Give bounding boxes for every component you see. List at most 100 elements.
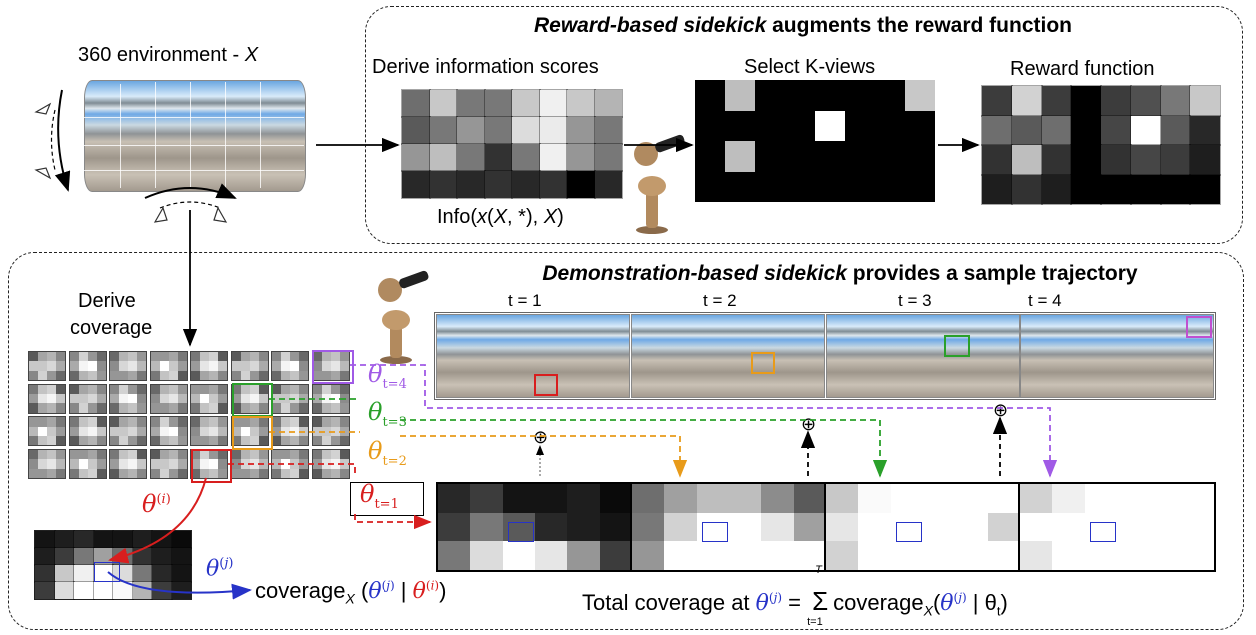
kview-cell [695,110,725,141]
zoom-cell [131,530,153,549]
coverage-mini-grid [190,351,228,381]
coverage-bar-t1 [436,482,634,572]
coverage-mini-grid [190,416,228,447]
reward-function-grid [981,85,1221,205]
kview-cell [875,141,905,172]
info-scores-grid [401,89,623,199]
kview-cell [785,171,815,202]
info-cell [593,89,623,118]
sidekick-figure-icon-2 [360,268,432,366]
reward-cell [1040,114,1073,146]
coverage-bar-cell [599,541,632,570]
trajectory-frame-4 [1020,314,1214,398]
coverage-mini-grid [149,416,188,447]
reward-cell [1010,144,1043,176]
info-cell [483,143,513,172]
info-cell [401,143,431,172]
reward-panel-title: Reward-based sidekick augments the rewar… [534,14,1072,37]
reward-cell [1010,85,1043,117]
demo-panel [8,252,1244,630]
info-cell [511,89,541,118]
step-derive-info: Derive information scores [372,56,599,78]
coverage-sel-t1 [191,449,232,483]
reward-cell [1010,173,1043,205]
zoom-cell [53,581,75,600]
zoom-cell [151,564,173,583]
kview-cell [815,141,845,172]
bar-view-box-4 [1090,522,1116,542]
info-cell [456,143,486,172]
info-cell [428,116,458,145]
t-label-3: t = 3 [898,291,932,310]
coverage-bar-cell [632,512,665,542]
oplus-2: ⊕ [801,414,817,434]
oplus-3: ⊕ [993,400,1009,420]
reward-cell [981,173,1013,205]
kview-cell [725,80,755,111]
kview-cell [905,171,935,202]
reward-cell [1159,85,1192,117]
coverage-mini-grid [190,383,228,414]
coverage-bar-cell [922,512,956,542]
reward-cell [1040,173,1073,205]
coverage-sel-t2 [232,416,273,450]
kview-cell [845,110,875,141]
env-label: 360 environment - X [78,44,259,66]
coverage-mini-grid [28,351,66,381]
zoom-cell [53,547,75,566]
coverage-mini-grid [109,383,147,414]
coverage-bar-cell [761,541,794,570]
theta-i-label: θ(i) [142,490,171,518]
kview-cell [755,141,785,172]
zoom-cell [53,530,75,549]
coverage-mini-grid [311,351,350,381]
coverage-bar-cell [761,484,794,513]
zoom-cell [34,530,56,549]
t-label-4: t = 4 [1028,291,1062,310]
coverage-bar-cell [534,512,568,542]
coverage-bar-cell [438,541,471,570]
coverage-bar-cell [1181,484,1214,513]
kview-cell [815,80,845,111]
info-cell [566,89,596,118]
t-label-1: t = 1 [508,291,542,310]
theta-t1: θt=1 [360,480,399,512]
info-cell [538,116,568,145]
theta-j-label: θ(j) [206,556,234,582]
coverage-bar-cell [1181,512,1214,542]
coverage-bar-cell [1149,484,1182,513]
info-cell [483,170,513,199]
reward-cell [1129,144,1162,176]
coverage-bar-cell [534,541,568,570]
coverage-bar-cell [728,541,762,570]
reward-cell [1070,114,1102,146]
coverage-bar-cell [890,541,923,570]
coverage-bar-cell [632,484,665,513]
coverage-bar-cell [1052,484,1085,513]
kview-cell [785,110,815,141]
kview-cell [845,171,875,202]
info-cell [593,170,623,199]
theta-t1-box [350,482,424,516]
coverage-mini-grid [109,351,147,381]
info-cell [401,170,431,199]
reward-cell [1159,144,1192,176]
info-cell [538,89,568,118]
info-cell [566,143,596,172]
coverage-bar-cell [1052,541,1085,570]
info-cell [456,116,486,145]
coverage-mini-grid [149,351,188,381]
trajectory-frame-1 [436,314,630,398]
kview-cell [755,80,785,111]
coverage-bar-cell [567,541,600,570]
reward-cell [1100,85,1132,117]
coverage-mini-grid [28,383,66,414]
reward-cell [1040,85,1073,117]
kview-cell [875,171,905,202]
coverage-bar-cell [922,484,956,513]
coverage-bar-cell [1052,512,1085,542]
zoom-view-box [94,562,120,582]
coverage-bar-cell [761,512,794,542]
view-box-t2 [751,352,775,374]
theta-t3: θt=3 [368,398,407,430]
